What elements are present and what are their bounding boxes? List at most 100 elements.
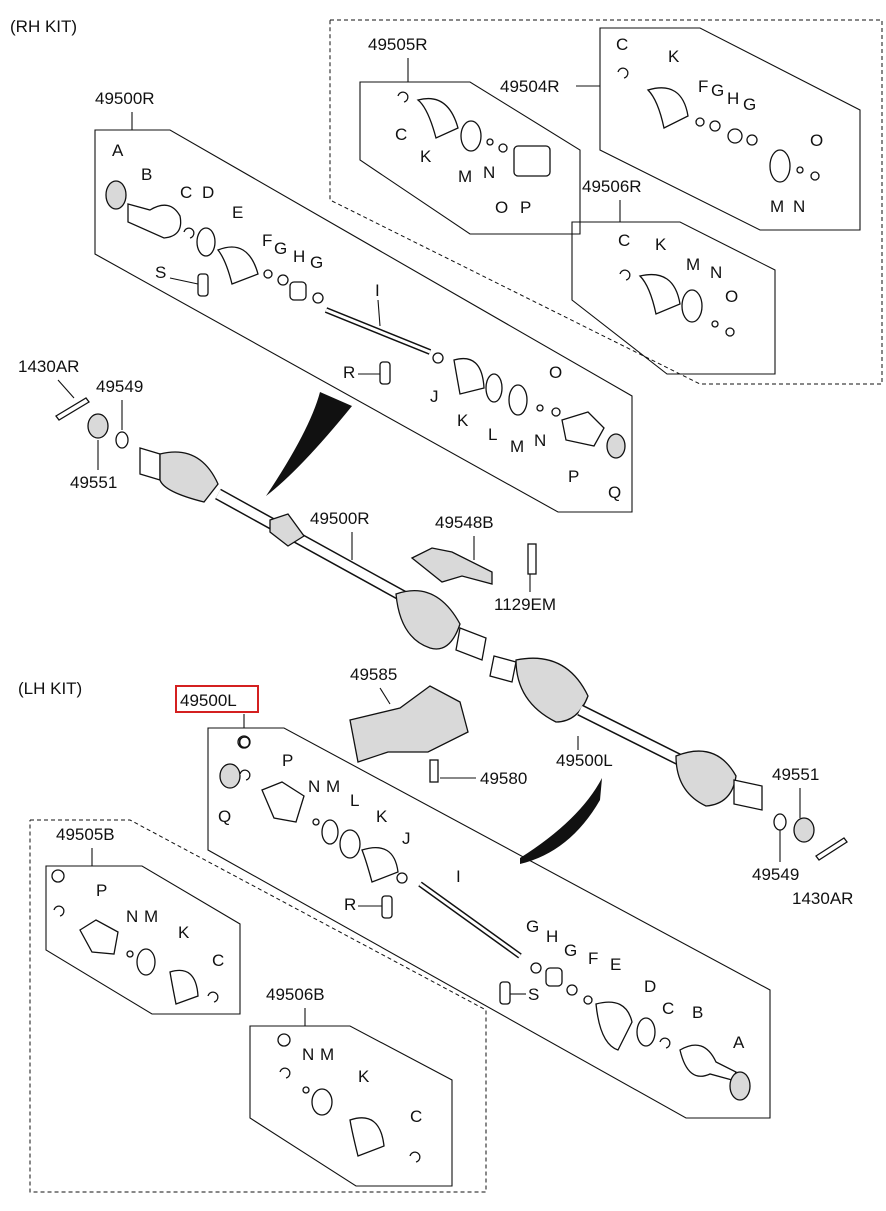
rh-inner-alt-parts: [619, 269, 735, 337]
label-49585: 49585: [350, 665, 397, 684]
tripod-housing-icon: [561, 411, 605, 447]
cotter-pin-icon: [815, 837, 848, 861]
label-49548b: 49548B: [435, 513, 494, 532]
tripod-housing-icon: [261, 781, 305, 823]
svg-text:E: E: [610, 955, 621, 974]
svg-text:M: M: [686, 255, 700, 274]
rh-inner-box: [599, 27, 861, 231]
label-49500r-shaft: 49500R: [310, 509, 370, 528]
lh-kit-boundary: [29, 819, 487, 1193]
svg-text:D: D: [644, 977, 656, 996]
svg-text:K: K: [376, 807, 388, 826]
label-49505r: 49505R: [368, 35, 428, 54]
svg-text:G: G: [274, 239, 287, 258]
svg-text:H: H: [727, 89, 739, 108]
svg-text:P: P: [96, 881, 107, 900]
svg-text:M: M: [510, 437, 524, 456]
damper-icon: [269, 513, 305, 547]
svg-text:S: S: [155, 263, 166, 282]
rh-drive-shaft: [139, 447, 487, 661]
outer-boot-icon: [595, 1001, 633, 1051]
svg-text:M: M: [326, 777, 340, 796]
lh-main-box: [207, 727, 771, 1119]
svg-text:N: N: [710, 263, 722, 282]
svg-text:G: G: [310, 253, 323, 272]
svg-text:N: N: [308, 777, 320, 796]
svg-text:L: L: [488, 425, 497, 444]
inner-cv-icon: [515, 657, 589, 723]
clip-icon: [617, 67, 629, 79]
label-49551-rh: 49551: [70, 473, 117, 492]
label-49551-lh: 49551: [772, 765, 819, 784]
label-1129em: 1129EM: [494, 595, 556, 614]
label-49580: 49580: [480, 769, 527, 788]
lh-inner-box: [249, 1025, 453, 1187]
label-49549-rh: 49549: [96, 377, 143, 396]
svg-text:K: K: [457, 411, 469, 430]
svg-text:C: C: [410, 1107, 422, 1126]
label-49549-lh: 49549: [752, 865, 799, 884]
svg-text:R: R: [344, 895, 356, 914]
outer-joint-icon: [679, 1044, 737, 1081]
boot-icon: [646, 87, 689, 129]
rh-inner-alt-box: [571, 221, 776, 375]
svg-text:A: A: [733, 1033, 745, 1052]
svg-text:Q: Q: [218, 807, 231, 826]
lh-kit-heading: (LH KIT): [18, 679, 82, 698]
label-1430ar-lh: 1430AR: [792, 889, 853, 908]
inner-cv-icon: [395, 590, 461, 650]
svg-text:I: I: [456, 867, 461, 886]
svg-text:G: G: [711, 81, 724, 100]
svg-text:H: H: [293, 247, 305, 266]
nut-icon: [87, 413, 109, 439]
abs-ring-icon: [105, 180, 127, 210]
label-49506r: 49506R: [582, 177, 642, 196]
label-49500l-kit: 49500L: [180, 691, 237, 710]
cotter-pin-icon: [55, 397, 90, 421]
svg-text:G: G: [743, 95, 756, 114]
svg-text:S: S: [528, 985, 539, 1004]
svg-text:C: C: [180, 183, 192, 202]
washer-icon: [773, 813, 787, 831]
inner-boot-icon: [453, 358, 485, 395]
svg-text:P: P: [568, 467, 579, 486]
rh-kit-heading: (RH KIT): [10, 17, 77, 36]
rh-kit-boundary: [329, 19, 883, 385]
svg-text:C: C: [662, 999, 674, 1018]
boot-icon: [416, 98, 459, 139]
svg-text:K: K: [358, 1067, 370, 1086]
svg-text:O: O: [238, 733, 251, 752]
bolt-icon: [527, 543, 537, 575]
svg-text:C: C: [616, 35, 628, 54]
lh-outer-box: [45, 865, 241, 1015]
rh-main-box: [94, 129, 633, 513]
svg-text:C: C: [395, 125, 407, 144]
rh-main-parts: [105, 180, 626, 459]
svg-text:O: O: [725, 287, 738, 306]
svg-text:E: E: [232, 203, 243, 222]
outer-joint-icon: [127, 203, 182, 239]
clip-icon: [397, 91, 409, 103]
svg-text:N: N: [302, 1045, 314, 1064]
label-1430ar-rh: 1430AR: [18, 357, 79, 376]
svg-text:P: P: [282, 751, 293, 770]
label-49504r: 49504R: [500, 77, 560, 96]
svg-text:P: P: [520, 198, 531, 217]
outer-boot-icon: [216, 246, 259, 285]
rh-outer-box: [359, 81, 581, 235]
svg-text:K: K: [420, 147, 432, 166]
svg-text:B: B: [692, 1003, 703, 1022]
explode-arrow-lh: [520, 778, 602, 864]
label-49505b: 49505B: [56, 825, 115, 844]
svg-text:O: O: [549, 363, 562, 382]
bolt-icon: [429, 759, 439, 783]
rh-outer-parts: [397, 91, 551, 177]
lh-outer-parts: [51, 869, 219, 1005]
nut-icon: [793, 817, 815, 843]
svg-text:G: G: [564, 941, 577, 960]
label-49506b: 49506B: [266, 985, 325, 1004]
svg-text:H: H: [546, 927, 558, 946]
bracket-icon: [410, 547, 493, 585]
svg-text:I: I: [375, 281, 380, 300]
ring-icon: [460, 120, 482, 152]
